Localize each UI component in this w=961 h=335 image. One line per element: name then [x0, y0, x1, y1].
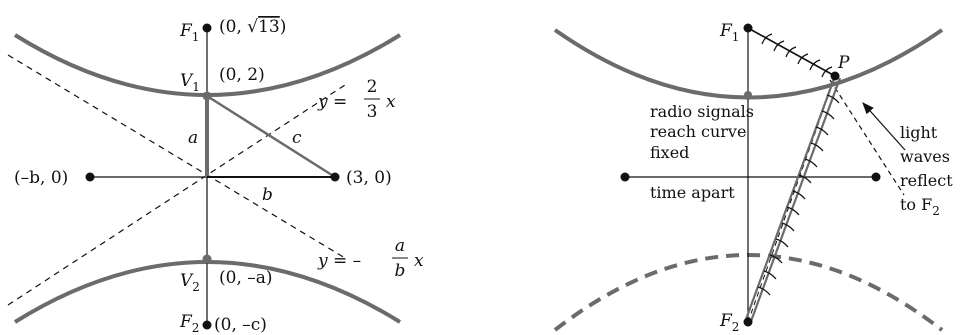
svg-text:b: b [395, 261, 406, 281]
svg-text:y = –: y = – [317, 251, 361, 271]
focus-bottom-label: F2 [179, 312, 199, 335]
svg-text:radio signals: radio signals [650, 102, 754, 121]
asymptote-negative-line [7, 54, 346, 259]
light-waves-note: light waves reflect to F2 [900, 123, 953, 218]
right-vertex-dot [744, 91, 752, 99]
ray-p-to-f2-b [748, 77, 842, 325]
right-focus-top-label: F1 [719, 21, 739, 44]
focus-bottom-coord: (0, –c) [214, 315, 267, 335]
right-focus-top-dot [743, 23, 753, 33]
svg-text:time apart: time apart [650, 183, 735, 202]
svg-text:a: a [395, 236, 405, 256]
focus-top-label: F1 [179, 21, 199, 44]
radio-signals-note: radio signals reach curve fixed time apa… [650, 102, 754, 202]
left-point-dot [85, 172, 95, 182]
light-wave-arrow [862, 102, 906, 151]
left-point-label: (–b, 0) [14, 168, 68, 188]
wavefront-ticks-top [761, 33, 833, 78]
wavefront-ticks-bottom [757, 94, 840, 296]
asymptote-negative-label: y = – a b x [317, 236, 424, 281]
svg-text:2: 2 [367, 77, 378, 97]
right-focus-bottom-dot [743, 317, 753, 327]
svg-text:waves: waves [900, 147, 950, 166]
segment-a-label: a [188, 128, 198, 148]
right-point-dot [330, 172, 340, 182]
ray-p-to-f2-a [743, 75, 837, 323]
svg-text:fixed: fixed [650, 143, 689, 162]
segment-b-label: b [262, 185, 273, 205]
right-point-label: (3, 0) [346, 168, 392, 188]
point-p-dot [830, 71, 840, 81]
tangent-line [829, 79, 905, 196]
right-focus-bottom-label: F2 [719, 311, 739, 334]
svg-text:to F2: to F2 [900, 195, 940, 218]
vertex-bottom-label: V2 [180, 271, 200, 294]
svg-text:3: 3 [367, 102, 378, 122]
vertex-bottom-dot [202, 254, 212, 264]
ray-f1-to-p [747, 27, 836, 77]
svg-text:x: x [414, 251, 424, 271]
vertex-top-dot [202, 91, 212, 101]
left-diagram: F1 (0, √13) V1 (0, 2) a c b (–b, 0) (3, … [7, 17, 424, 335]
asymptote-positive-line [7, 84, 346, 306]
segment-c-label: c [292, 128, 302, 148]
point-p-label: P [837, 53, 850, 73]
focus-top-dot [202, 23, 212, 33]
vertex-bottom-coord: (0, –a) [219, 268, 273, 288]
svg-text:x: x [386, 92, 396, 112]
svg-text:reflect: reflect [900, 171, 953, 190]
svg-text:y =: y = [317, 92, 347, 112]
focus-top-coord: (0, √13) [219, 17, 286, 37]
asymptote-positive-label: y = 2 3 x [317, 77, 396, 122]
svg-text:light: light [900, 123, 938, 142]
focus-bottom-dot [202, 320, 212, 330]
right-right-dot [871, 172, 881, 182]
right-diagram: F1 P F2 radio signals reach curve fixed … [553, 21, 953, 334]
svg-text:reach curve: reach curve [650, 122, 746, 141]
segment-c [206, 94, 336, 179]
right-left-dot [620, 172, 630, 182]
vertex-top-label: V1 [180, 71, 200, 94]
vertex-top-coord: (0, 2) [219, 65, 265, 85]
